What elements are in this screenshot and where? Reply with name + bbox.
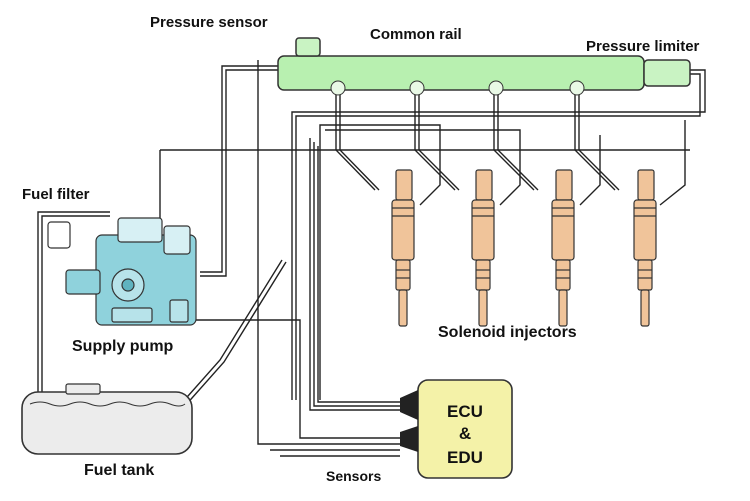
label-common-rail: Common rail [370,26,462,43]
fuel-tank [21,383,193,455]
label-fuel-tank: Fuel tank [84,462,155,479]
ecu-line-1: ECU [447,402,483,421]
injector-2 [471,169,495,327]
injectors [391,169,657,327]
label-pressure-limiter: Pressure limiter [586,38,700,55]
common-rail [277,37,691,96]
ecu-line-2: & [458,424,472,443]
injector-4 [633,169,657,327]
supply-pump [65,217,197,326]
label-sensors: Sensors [326,468,382,484]
label-pressure-sensor: Pressure sensor [150,14,268,31]
ecu-line-3: EDU [447,448,483,467]
label-supply-pump: Supply pump [72,338,174,355]
pressure-sensor-part [295,37,321,57]
fuel-filter-part [47,221,71,249]
label-solenoid-injectors: Solenoid injectors [438,324,577,341]
ecu-input-arrow-1 [400,390,418,420]
label-fuel-filter: Fuel filter [22,186,90,203]
pressure-limiter-part [643,59,691,87]
fuel-lines [37,60,706,457]
injector-1 [391,169,415,327]
ecu-input-arrow-2 [400,426,418,452]
injector-3 [551,169,575,327]
ecu-box [400,379,513,479]
